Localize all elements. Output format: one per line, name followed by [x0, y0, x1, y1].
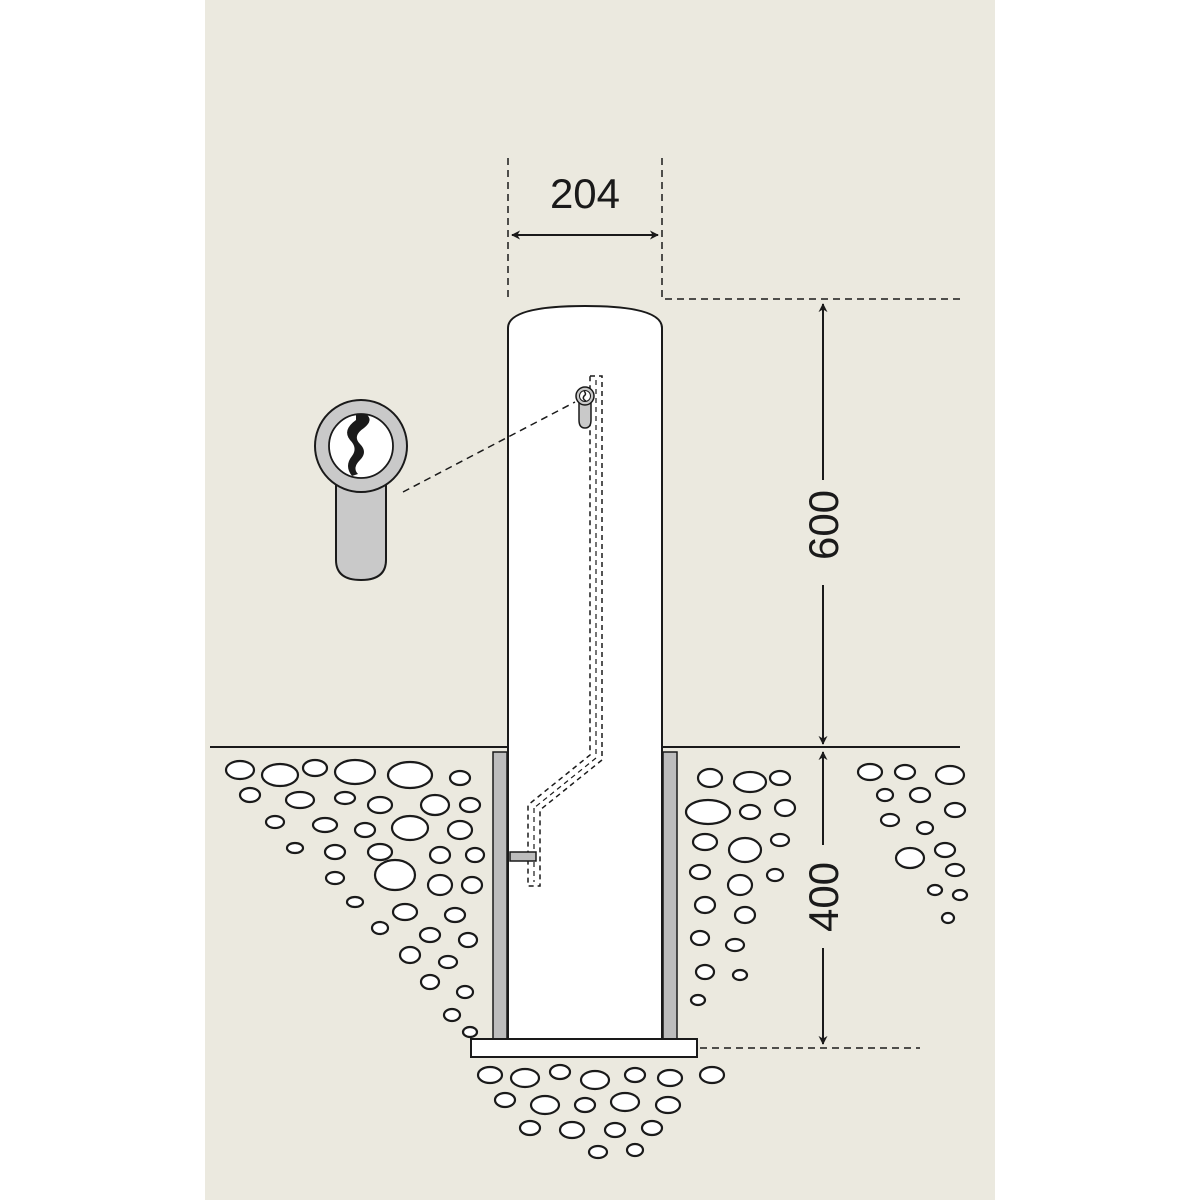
depth-dimension — [700, 751, 920, 1049]
height-label: 600 — [800, 490, 847, 560]
soil-stones — [224, 758, 969, 1160]
base-plate — [470, 1038, 698, 1058]
width-dimension — [507, 158, 663, 300]
cylinder-lock-icon — [314, 399, 408, 582]
bollard-body — [507, 304, 663, 1040]
depth-label: 400 — [800, 862, 847, 932]
height-dimension — [665, 298, 965, 745]
bolt-pin — [509, 851, 537, 862]
cylinder-lock-icon — [575, 386, 595, 429]
width-label: 204 — [550, 170, 620, 217]
internal-mechanism — [527, 375, 603, 887]
lock-leader-line — [402, 401, 576, 493]
sleeve-left — [492, 751, 508, 1040]
sleeve-right — [662, 751, 678, 1040]
